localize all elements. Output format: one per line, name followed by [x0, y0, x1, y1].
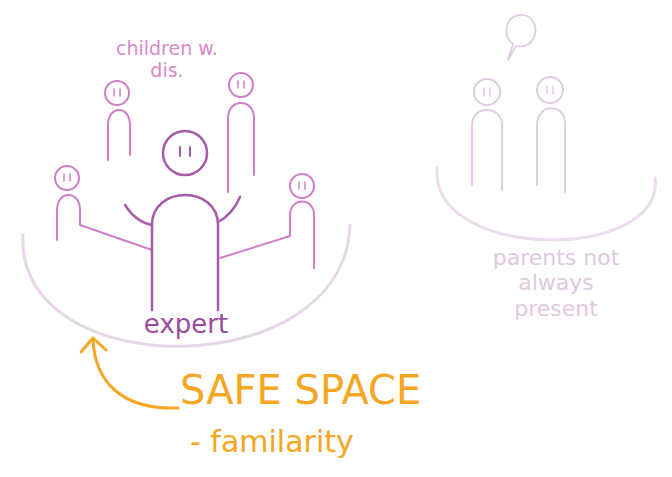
callout-arrow — [81, 338, 178, 408]
bowl-group: parents not always present — [425, 20, 670, 350]
expert-figure — [125, 131, 240, 310]
callout-title: SAFE SPACE — [180, 368, 421, 412]
bowl-curve — [23, 225, 350, 346]
callout-note: - familarity — [190, 425, 354, 458]
note-label: parents not always present — [487, 245, 625, 321]
group-label: children w. dis. — [103, 38, 231, 82]
role-label: expert — [126, 310, 246, 340]
child-figures — [55, 73, 314, 268]
parent-figures — [472, 15, 565, 192]
bowl-curve — [437, 168, 655, 240]
bowl-group: children w. dis. expert — [15, 30, 360, 360]
